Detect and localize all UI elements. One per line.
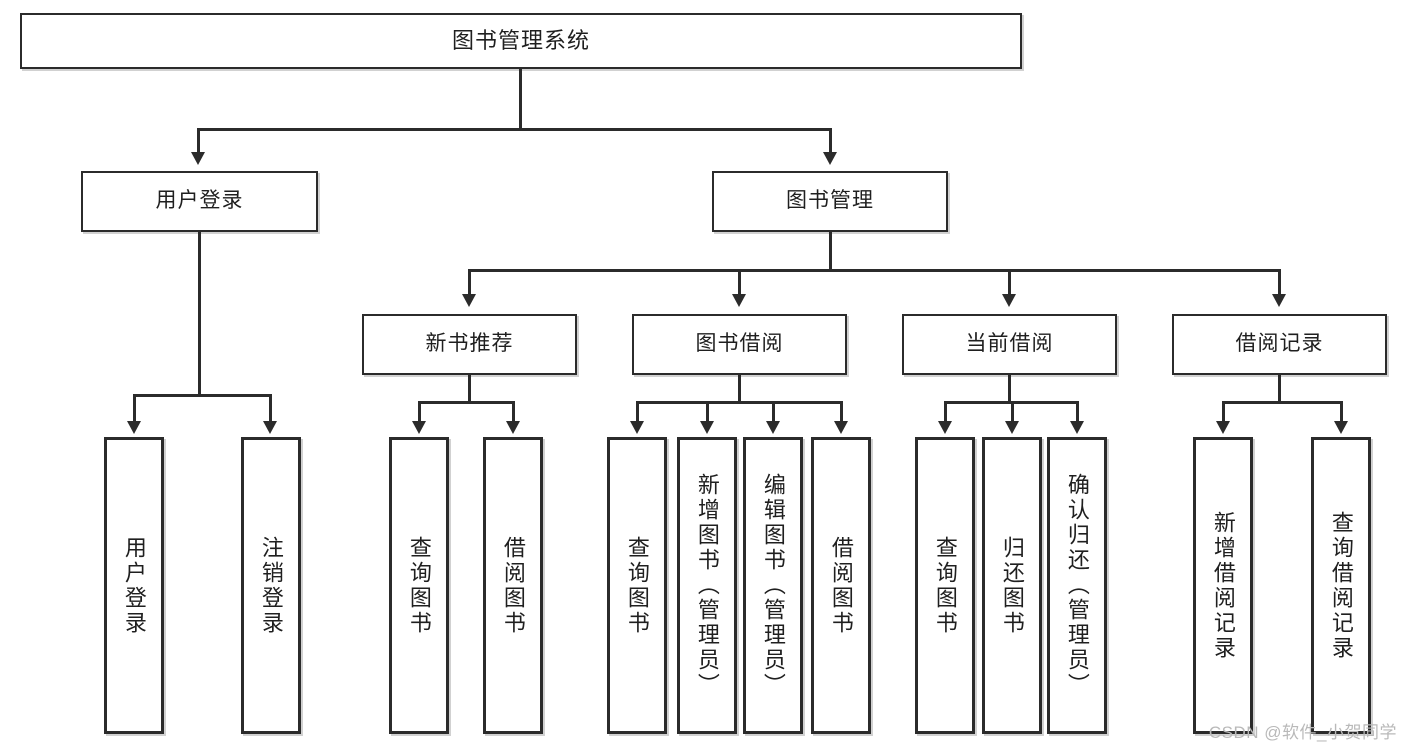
connector-user-login-leaf2 xyxy=(269,394,272,424)
node-label: 新书推荐 xyxy=(425,332,514,356)
connector-new-book-leaf2 xyxy=(512,401,515,424)
connector-current-borrow-leaf1 xyxy=(944,401,947,424)
csdn-watermark: CSDN @软件_小贺同学 xyxy=(1208,723,1397,742)
connector-user-login-trunk xyxy=(198,232,201,396)
node-label: 图书借阅 xyxy=(695,332,784,356)
node-new-book-recommend[interactable]: 新书推荐 xyxy=(362,314,577,375)
node-label: 查询图书 xyxy=(406,535,432,636)
node-label: 图书管理系统 xyxy=(451,28,590,54)
connector-new-book-bus xyxy=(418,401,515,404)
arrowhead-book-borrow xyxy=(732,294,746,307)
leaf-query-book-borrow[interactable]: 查询图书 xyxy=(607,437,667,734)
arrowhead-leaf-borrow-book-1 xyxy=(506,421,520,434)
node-label: 编辑图书（管理员） xyxy=(760,473,786,698)
arrowhead-user-login xyxy=(191,152,205,165)
node-label: 借阅图书 xyxy=(828,535,854,636)
connector-borrow-record-leaf1 xyxy=(1222,401,1225,424)
node-current-borrow[interactable]: 当前借阅 xyxy=(902,314,1117,375)
arrowhead-leaf-query-record xyxy=(1334,421,1348,434)
arrowhead-current-borrow xyxy=(1002,294,1016,307)
connector-current-borrow-leaf3 xyxy=(1076,401,1079,424)
arrowhead-leaf-query-book-3 xyxy=(938,421,952,434)
node-book-borrow[interactable]: 图书借阅 xyxy=(632,314,847,375)
arrowhead-leaf-return-book xyxy=(1005,421,1019,434)
connector-to-new-book xyxy=(468,269,471,297)
leaf-query-book-current[interactable]: 查询图书 xyxy=(915,437,975,734)
leaf-user-login[interactable]: 用户登录 xyxy=(104,437,164,734)
node-label: 查询图书 xyxy=(932,535,958,636)
node-label: 借阅图书 xyxy=(500,535,526,636)
connector-book-borrow-leaf1 xyxy=(636,401,639,424)
node-root-system[interactable]: 图书管理系统 xyxy=(20,13,1022,69)
arrowhead-leaf-add-book xyxy=(700,421,714,434)
node-label: 查询图书 xyxy=(624,535,650,636)
arrowhead-leaf-logout xyxy=(263,421,277,434)
connector-to-user-login xyxy=(197,128,200,155)
connector-book-borrow-leaf2 xyxy=(706,401,709,424)
connector-borrow-record-leaf2 xyxy=(1340,401,1343,424)
arrowhead-leaf-borrow-book-2 xyxy=(834,421,848,434)
arrowhead-leaf-user-login xyxy=(127,421,141,434)
arrowhead-leaf-confirm-return xyxy=(1070,421,1084,434)
leaf-confirm-return-admin[interactable]: 确认归还（管理员） xyxy=(1047,437,1107,734)
arrowhead-leaf-add-record xyxy=(1216,421,1230,434)
connector-to-book-manage xyxy=(829,128,832,155)
leaf-edit-book-admin[interactable]: 编辑图书（管理员） xyxy=(743,437,803,734)
connector-new-book-leaf1 xyxy=(418,401,421,424)
connector-book-borrow-trunk xyxy=(738,375,741,403)
node-label: 注销登录 xyxy=(258,535,284,636)
node-label: 确认归还（管理员） xyxy=(1064,473,1090,698)
arrowhead-book-manage xyxy=(823,152,837,165)
node-label: 当前借阅 xyxy=(965,332,1054,356)
node-borrow-record[interactable]: 借阅记录 xyxy=(1172,314,1387,375)
leaf-add-borrow-record[interactable]: 新增借阅记录 xyxy=(1193,437,1253,734)
connector-borrow-record-trunk xyxy=(1278,375,1281,403)
arrowhead-new-book xyxy=(462,294,476,307)
connector-current-borrow-bus xyxy=(944,401,1076,404)
arrowhead-leaf-query-book-1 xyxy=(412,421,426,434)
connector-borrow-record-bus xyxy=(1222,401,1342,404)
connector-book-borrow-leaf3 xyxy=(772,401,775,424)
connector-user-login-bus xyxy=(133,394,269,397)
arrowhead-leaf-edit-book xyxy=(766,421,780,434)
leaf-logout[interactable]: 注销登录 xyxy=(241,437,301,734)
arrowhead-leaf-query-book-2 xyxy=(630,421,644,434)
connector-new-book-trunk xyxy=(468,375,471,403)
connector-level3-bus xyxy=(468,269,1280,272)
connector-to-current-borrow xyxy=(1008,269,1011,297)
leaf-borrow-book-recommend[interactable]: 借阅图书 xyxy=(483,437,543,734)
connector-to-book-borrow xyxy=(738,269,741,297)
connector-book-manage-trunk xyxy=(829,232,832,271)
node-label: 用户登录 xyxy=(121,535,147,636)
arrowhead-borrow-record xyxy=(1272,294,1286,307)
connector-book-borrow-leaf4 xyxy=(840,401,843,424)
connector-to-borrow-record xyxy=(1278,269,1281,297)
node-label: 用户登录 xyxy=(155,189,244,213)
connector-current-borrow-trunk xyxy=(1008,375,1011,403)
node-user-login[interactable]: 用户登录 xyxy=(81,171,318,232)
node-label: 借阅记录 xyxy=(1235,332,1324,356)
connector-root-trunk xyxy=(519,69,522,129)
leaf-query-borrow-record[interactable]: 查询借阅记录 xyxy=(1311,437,1371,734)
node-label: 新增图书（管理员） xyxy=(694,473,720,698)
connector-current-borrow-leaf2 xyxy=(1011,401,1014,424)
connector-level1-bus xyxy=(197,128,831,131)
connector-book-borrow-bus xyxy=(636,401,842,404)
leaf-return-book[interactable]: 归还图书 xyxy=(982,437,1042,734)
connector-user-login-leaf1 xyxy=(133,394,136,424)
leaf-query-book-recommend[interactable]: 查询图书 xyxy=(389,437,449,734)
node-label: 查询借阅记录 xyxy=(1328,510,1354,661)
node-label: 新增借阅记录 xyxy=(1210,510,1236,661)
node-book-management[interactable]: 图书管理 xyxy=(712,171,948,232)
node-label: 归还图书 xyxy=(999,535,1025,636)
node-label: 图书管理 xyxy=(786,189,874,213)
leaf-add-book-admin[interactable]: 新增图书（管理员） xyxy=(677,437,737,734)
leaf-borrow-book[interactable]: 借阅图书 xyxy=(811,437,871,734)
